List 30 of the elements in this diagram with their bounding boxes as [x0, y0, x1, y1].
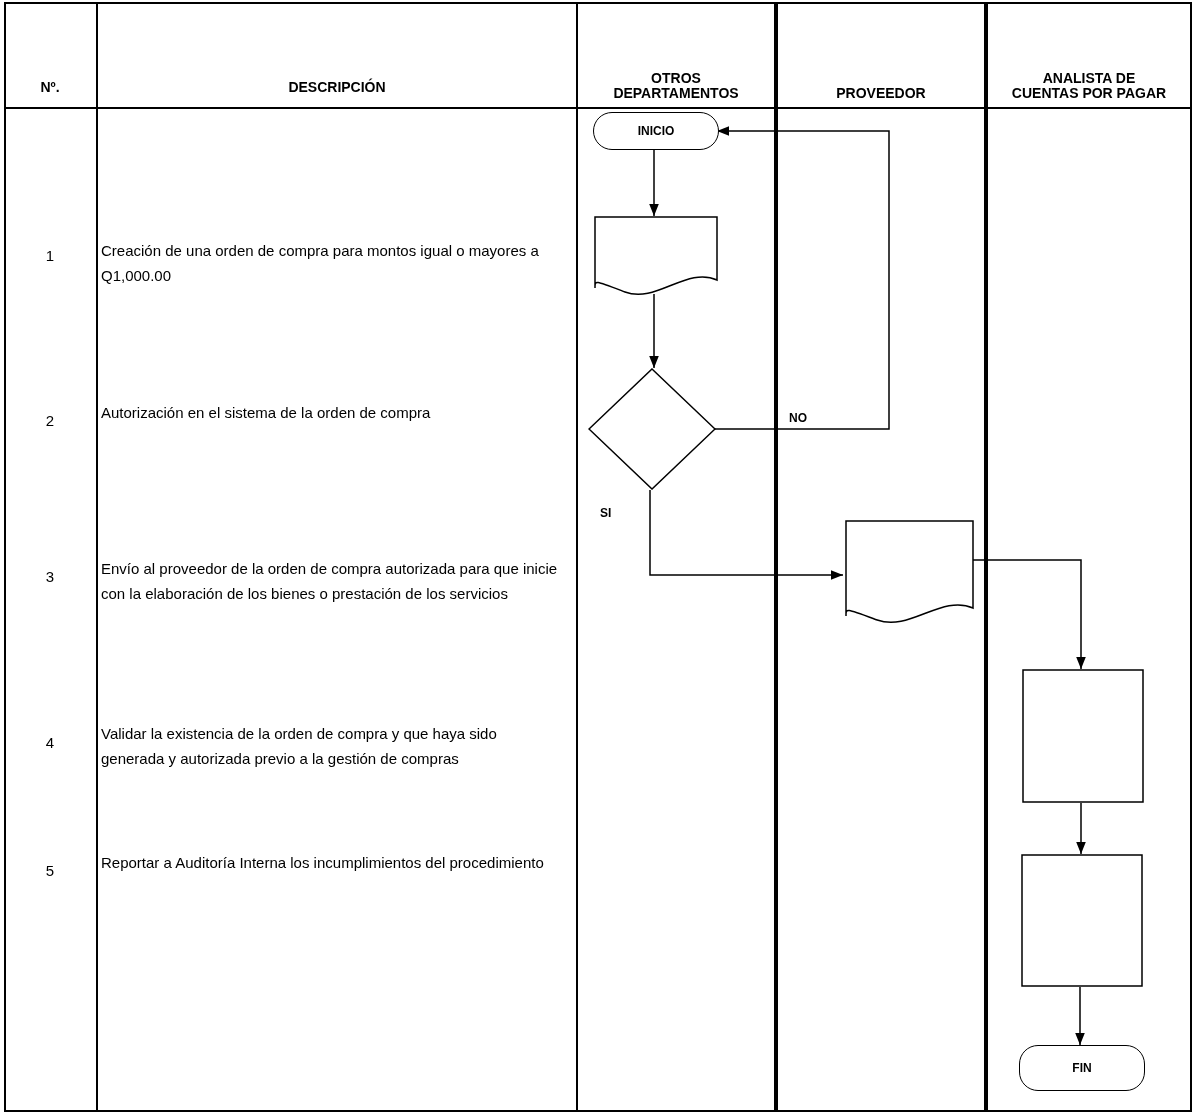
- step-description: Autorización en el sistema de la orden de compra: [101, 403, 432, 423]
- terminal: INICIO: [593, 112, 719, 150]
- step-description: Envío al proveedor de la orden de compra autorizada para que inicie con la elaboración de los bienes o prestación de los servicios: [101, 559, 559, 604]
- step-description: Creación de una orden de compra para montos igual o mayores a Q1,000.00: [101, 241, 540, 286]
- arrow: [649, 149, 659, 217]
- terminal: FIN: [1019, 1045, 1145, 1091]
- arrow: [649, 489, 844, 580]
- column-header: DESCRIPCIÓN: [287, 80, 387, 95]
- lane-header: OTROS DEPARTAMENTOS: [612, 71, 740, 101]
- edge-label: NO: [787, 411, 809, 425]
- step-number: 2: [44, 412, 56, 429]
- arrow: [1075, 986, 1085, 1046]
- step-description: Validar la existencia de la orden de compra y que haya sido generada y autorizada previo a la gestión de compras: [101, 724, 498, 769]
- process-box: [1021, 854, 1143, 987]
- swimlane: [776, 2, 986, 1112]
- column-header: Nº.: [39, 80, 61, 95]
- decision-diamond: [588, 368, 716, 490]
- lane-header: PROVEEDOR: [835, 86, 927, 101]
- arrow: [649, 293, 659, 369]
- step-number: 5: [44, 862, 56, 879]
- arrow: [1076, 802, 1086, 855]
- arrow: [713, 126, 890, 430]
- edge-label: SI: [598, 506, 614, 520]
- step-number: 1: [44, 247, 56, 264]
- step-number: 4: [44, 734, 56, 751]
- process-box: [1022, 669, 1144, 803]
- step-number: 3: [44, 568, 56, 585]
- swimlane: [576, 2, 776, 1112]
- lane-header: ANALISTA DE CUENTAS POR PAGAR: [1010, 71, 1168, 101]
- step-description: Reportar a Auditoría Interna los incumplimientos del procedimiento: [101, 853, 545, 873]
